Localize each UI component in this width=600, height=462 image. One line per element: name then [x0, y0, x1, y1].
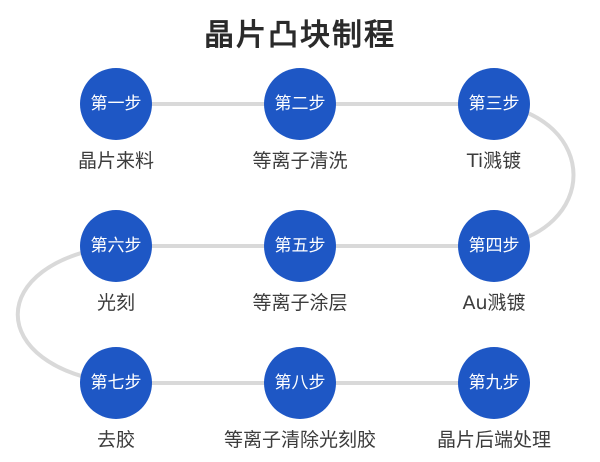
- step-badge: 第一步: [90, 93, 142, 114]
- step-circle-4: 第四步: [458, 210, 530, 282]
- step-node-9: 第九步 晶片后端处理: [384, 347, 600, 452]
- step-label: Au溅镀: [462, 292, 526, 314]
- step-label: 等离子涂层: [252, 292, 348, 314]
- step-badge: 第八步: [274, 372, 326, 393]
- step-node-3: 第三步 Ti溅镀: [384, 68, 600, 173]
- step-circle-6: 第六步: [80, 210, 152, 282]
- diagram-title: 晶片凸块制程: [204, 18, 396, 53]
- step-badge: 第六步: [90, 235, 142, 256]
- step-label: 等离子清除光刻胶: [223, 429, 376, 451]
- step-label: Ti溅镀: [466, 150, 522, 172]
- step-badge: 第二步: [274, 93, 326, 114]
- step-node-8: 第八步 等离子清除光刻胶: [190, 347, 410, 452]
- step-label: 等离子清洗: [252, 150, 348, 172]
- step-circle-1: 第一步: [80, 68, 152, 140]
- step-node-6: 第六步 光刻: [6, 210, 226, 315]
- step-node-4: 第四步 Au溅镀: [384, 210, 600, 315]
- step-node-2: 第二步 等离子清洗: [190, 68, 410, 173]
- step-badge: 第四步: [468, 235, 520, 256]
- step-badge: 第三步: [468, 93, 520, 114]
- step-node-1: 第一步 晶片来料: [6, 68, 226, 173]
- step-label: 光刻: [96, 292, 135, 314]
- step-badge: 第五步: [274, 235, 326, 256]
- step-circle-9: 第九步: [458, 347, 530, 419]
- step-label: 去胶: [96, 429, 135, 451]
- step-circle-7: 第七步: [80, 347, 152, 419]
- step-circle-3: 第三步: [458, 68, 530, 140]
- step-circle-8: 第八步: [264, 347, 336, 419]
- step-node-7: 第七步 去胶: [6, 347, 226, 452]
- step-badge: 第七步: [90, 372, 142, 393]
- step-label: 晶片后端处理: [436, 429, 551, 451]
- step-node-5: 第五步 等离子涂层: [190, 210, 410, 315]
- step-circle-5: 第五步: [264, 210, 336, 282]
- step-label: 晶片来料: [77, 150, 154, 172]
- step-badge: 第九步: [468, 372, 520, 393]
- step-circle-2: 第二步: [264, 68, 336, 140]
